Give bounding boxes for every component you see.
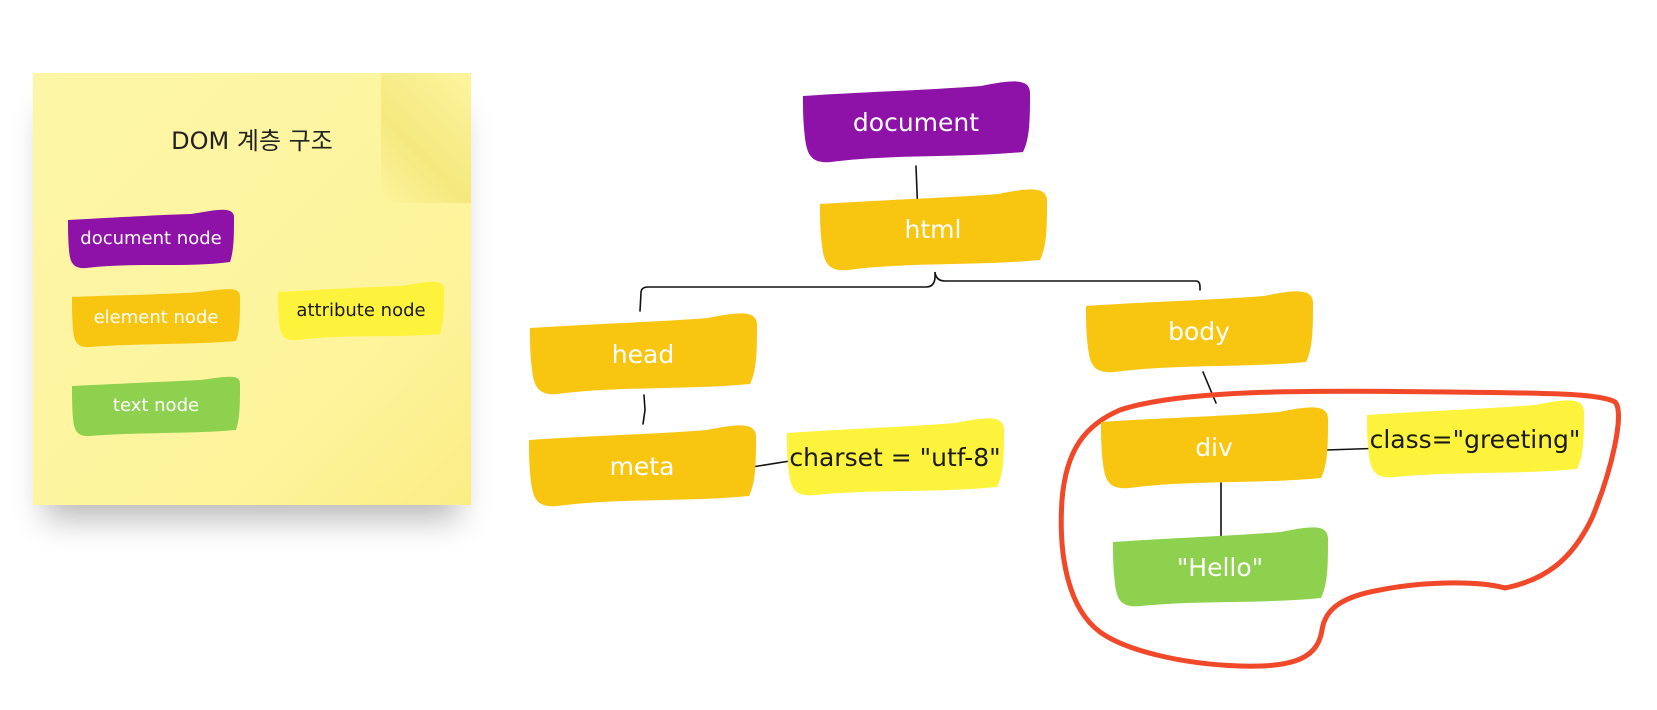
hello-text-node: "Hello": [1111, 524, 1329, 610]
body-node-label: body: [1168, 317, 1230, 346]
document-node: document: [801, 78, 1031, 166]
div-class-attribute-label: class="greeting": [1369, 424, 1581, 454]
meta-charset-attribute-label: charset = "utf-8": [789, 442, 1001, 472]
legend-element-node-label: element node: [93, 306, 219, 328]
legend-document-node-label: document node: [80, 227, 222, 249]
legend-text-node: text node: [70, 372, 242, 438]
connector-html-children: [639, 271, 1201, 312]
connector-head-meta: [642, 394, 646, 425]
legend-attribute-node-label: attribute node: [296, 299, 426, 321]
legend-attribute-node: attribute node: [276, 278, 446, 342]
hello-text-node-label: "Hello": [1176, 552, 1264, 582]
div-class-attribute-node: class="greeting": [1365, 397, 1585, 481]
legend-text-node-label: text node: [112, 394, 200, 416]
body-node: body: [1084, 288, 1314, 375]
meta-charset-attribute-node: charset = "utf-8": [785, 415, 1005, 499]
highlight-outline: [1058, 388, 1621, 669]
html-node: html: [818, 186, 1048, 273]
div-node-label: div: [1195, 433, 1233, 462]
legend-element-node: element node: [70, 285, 242, 349]
legend-document-node: document node: [66, 206, 236, 270]
connector-body-div: [1202, 371, 1217, 404]
head-node-label: head: [611, 339, 675, 369]
head-node: head: [528, 310, 758, 398]
document-node-label: document: [852, 107, 980, 137]
legend-title: DOM 계층 구조: [171, 127, 333, 155]
div-node: div: [1099, 404, 1329, 491]
meta-node-label: meta: [609, 451, 675, 481]
meta-node: meta: [527, 422, 757, 510]
html-node-label: html: [904, 215, 962, 244]
